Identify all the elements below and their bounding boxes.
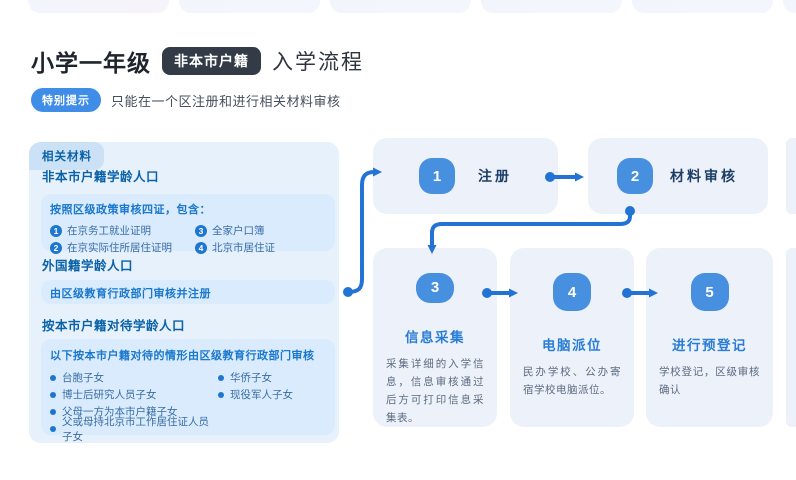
number-2-icon: 2 xyxy=(50,241,62,254)
list-item: 父母一方为本市户籍子女 xyxy=(50,403,218,420)
top-tab-pill[interactable] xyxy=(179,0,320,13)
bullet-icon xyxy=(50,391,56,398)
list-item: 台胞子女 xyxy=(50,369,218,386)
step-4-description: 民办学校、公办寄宿学校电脑派位。 xyxy=(523,366,621,397)
list-item-label: 父母一方为本市户籍子女 xyxy=(62,406,178,418)
bullet-icon xyxy=(218,374,224,381)
flow-step-card-4: 4 电脑派位 民办学校、公办寄宿学校电脑派位。 xyxy=(510,248,634,427)
tip-text: 只能在一个区注册和进行相关材料审核 xyxy=(111,93,341,109)
number-3-icon: 3 xyxy=(195,224,207,237)
list-item-label: 华侨子女 xyxy=(230,372,272,384)
treated-as-local-list: 台胞子女 博士后研究人员子女 父母一方为本市户籍子女 父或母持北京市工作居住证人… xyxy=(50,369,326,443)
list-item: 2 在京实际住所居住证明 xyxy=(50,240,195,255)
step-5-badge: 5 xyxy=(690,273,729,311)
section-heading-foreign: 外国籍学龄人口 xyxy=(42,259,134,273)
page-title: 小学一年级 xyxy=(31,50,151,76)
list-item-label: 在京务工就业证明 xyxy=(67,225,151,237)
section-heading-non-local: 非本市户籍学龄人口 xyxy=(42,170,160,184)
section-heading-treated-as-local: 按本市户籍对待学龄人口 xyxy=(42,319,186,333)
step-5-description: 学校登记，区级审核确认 xyxy=(659,366,760,397)
step-2-badge: 2 xyxy=(617,158,653,194)
list-item: 现役军人子女 xyxy=(218,386,293,403)
page-header: 小学一年级 非本市户籍 入学流程 xyxy=(31,44,364,78)
step-3-description: 采集详细的入学信息，信息审核通过后方可打印信息采集表。 xyxy=(386,357,484,424)
list-item-label: 现役军人子女 xyxy=(230,389,293,401)
bullet-icon xyxy=(50,425,56,432)
list-item-label: 父或母持北京市工作居住证人员子女 xyxy=(62,415,209,443)
list-item-label: 博士后研究人员子女 xyxy=(62,389,157,401)
step-5-label: 进行预登记 xyxy=(672,338,747,353)
list-item: 父或母持北京市工作居住证人员子女 xyxy=(50,416,218,443)
list-item-label: 北京市居住证 xyxy=(212,242,275,254)
cut-off-card xyxy=(786,138,796,214)
top-tab-pill[interactable] xyxy=(330,0,471,13)
cut-off-card xyxy=(786,248,796,427)
tip-badge: 特别提示 xyxy=(31,88,101,112)
list-item: 博士后研究人员子女 xyxy=(50,386,218,403)
top-tab-pill[interactable] xyxy=(28,0,169,13)
step-3-badge: 3 xyxy=(416,273,454,303)
foreign-review-box: 由区级教育行政部门审核并注册 xyxy=(41,280,335,304)
treated-as-local-box: 以下按本市户籍对待的情形由区级教育行政部门审核 台胞子女 博士后研究人员子女 父… xyxy=(41,339,335,443)
number-4-icon: 4 xyxy=(195,241,207,254)
list-item-label: 台胞子女 xyxy=(62,372,104,384)
bullet-icon xyxy=(218,391,224,398)
step-2-label: 材料审核 xyxy=(670,168,738,184)
related-materials-tab: 相关材料 xyxy=(29,142,104,170)
page-title-suffix: 入学流程 xyxy=(272,51,364,74)
flow-step-card-5: 5 进行预登记 学校登记，区级审核确认 xyxy=(646,248,773,427)
household-type-badge: 非本市户籍 xyxy=(162,47,261,75)
list-item: 3 全家户口簿 xyxy=(195,223,326,238)
top-tab-pill[interactable] xyxy=(481,0,622,13)
step-1-badge: 1 xyxy=(419,158,455,194)
flow-step-card-2: 2 材料审核 xyxy=(588,138,768,214)
step-1-label: 注册 xyxy=(478,168,512,184)
step-4-label: 电脑派位 xyxy=(542,338,602,353)
connector-panel-to-step1 xyxy=(343,167,382,297)
list-item: 1 在京务工就业证明 xyxy=(50,223,195,238)
treated-as-local-intro: 以下按本市户籍对待的情形由区级教育行政部门审核 xyxy=(50,350,315,362)
bullet-icon xyxy=(50,374,56,381)
top-tab-pill[interactable] xyxy=(632,0,773,13)
special-tip: 特别提示 只能在一个区注册和进行相关材料审核 xyxy=(31,88,341,112)
flow-step-card-1: 1 注册 xyxy=(373,138,558,214)
bullet-icon xyxy=(50,408,56,415)
related-materials-panel: 相关材料 非本市户籍学龄人口 按照区级政策审核四证，包含： 1 在京务工就业证明… xyxy=(29,142,339,443)
list-item: 华侨子女 xyxy=(218,369,293,386)
flow-step-card-3: 3 信息采集 采集详细的入学信息，信息审核通过后方可打印信息采集表。 xyxy=(373,248,497,427)
list-item-label: 全家户口簿 xyxy=(212,225,265,237)
step-3-label: 信息采集 xyxy=(405,329,465,345)
four-certificates-box: 按照区级政策审核四证，包含： 1 在京务工就业证明 3 全家户口簿 2 在京实际… xyxy=(41,194,335,254)
number-1-icon: 1 xyxy=(50,224,62,237)
four-certificates-intro: 按照区级政策审核四证，包含： xyxy=(50,204,211,216)
step-4-badge: 4 xyxy=(553,273,591,311)
list-item: 4 北京市居住证 xyxy=(195,240,326,255)
certificates-list: 1 在京务工就业证明 3 全家户口簿 2 在京实际住所居住证明 4 北京市居住证 xyxy=(50,222,326,256)
top-tab-pill[interactable] xyxy=(783,0,796,13)
list-item-label: 在京实际住所居住证明 xyxy=(67,242,172,254)
